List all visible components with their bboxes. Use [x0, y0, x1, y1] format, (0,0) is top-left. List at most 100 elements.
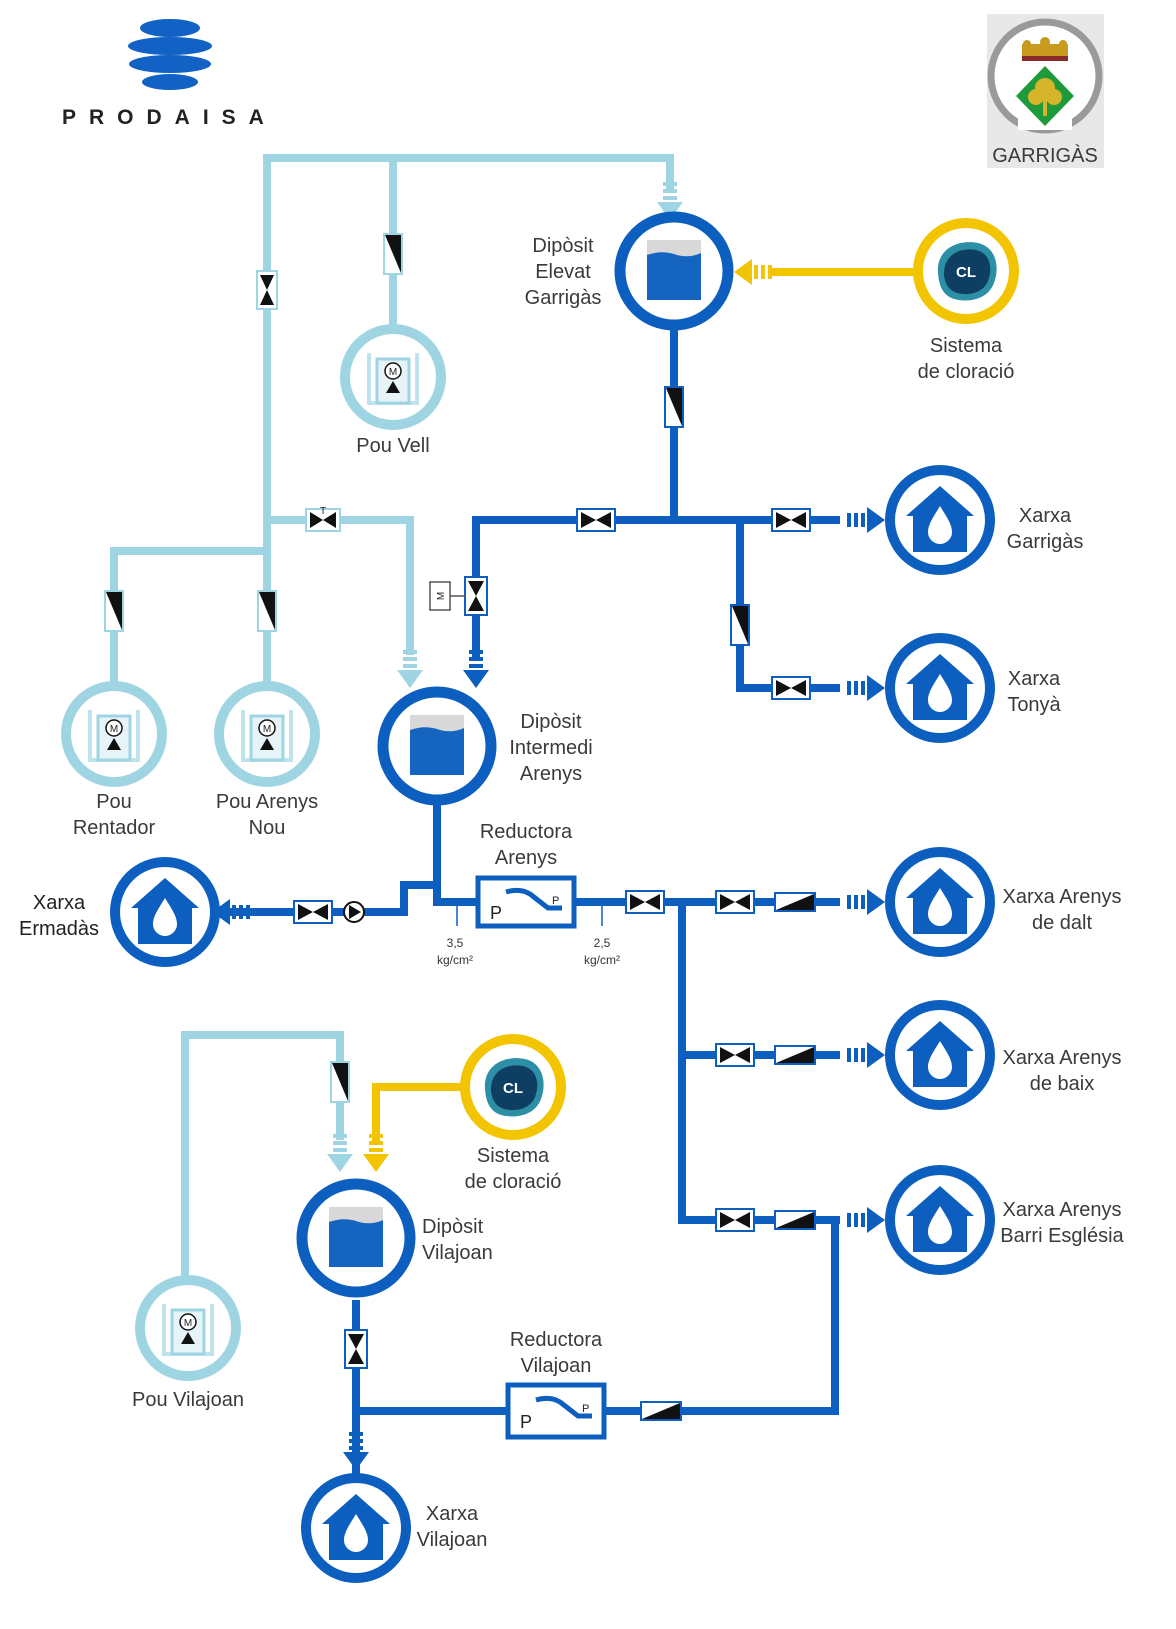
svg-text:Arenys: Arenys — [495, 847, 557, 869]
check-valve-pou-arenys-nou[interactable] — [257, 590, 277, 632]
well-pou-rentador[interactable]: M — [66, 686, 162, 782]
arrow-to-barri-esglesia — [847, 1207, 885, 1233]
gate-valve-garrigas-west[interactable] — [576, 508, 616, 532]
svg-text:M: M — [110, 724, 118, 735]
gate-valve-arenys-dalt[interactable] — [715, 890, 755, 914]
house-xarxa-ermadas[interactable] — [115, 862, 215, 962]
svg-text:CL: CL — [956, 264, 976, 281]
svg-text:Xarxa Arenys: Xarxa Arenys — [1003, 1199, 1122, 1221]
arrow-to-xarxa-tonya — [847, 675, 885, 701]
svg-text:Elevat: Elevat — [535, 261, 591, 283]
svg-text:P: P — [582, 1403, 589, 1415]
chlorine-pipes — [372, 268, 915, 1145]
svg-text:Intermedi: Intermedi — [509, 737, 592, 759]
gate-valve-arenys-out[interactable] — [625, 890, 665, 914]
svg-text:Xarxa: Xarxa — [1019, 505, 1072, 527]
gate-valve-xarxa-tonya[interactable] — [771, 676, 811, 700]
label-xarxa-tonya: Xarxa Tonyà — [1007, 668, 1061, 716]
svg-text:P: P — [552, 895, 559, 907]
tank-arenys-node[interactable] — [383, 692, 491, 800]
check-valve-barri-esglesia[interactable] — [774, 1210, 816, 1230]
label-reductora-arenys: Reductora Arenys — [480, 821, 573, 869]
check-valve-garrigas-out[interactable] — [664, 386, 684, 428]
svg-text:Pou: Pou — [96, 791, 132, 813]
label-xarxa-vilajoan: Xarxa Vilajoan — [417, 1503, 488, 1551]
svg-text:P: P — [490, 903, 502, 923]
svg-text:Pou Arenys: Pou Arenys — [216, 791, 318, 813]
reductora-vilajoan-valve[interactable]: P P — [505, 1382, 607, 1440]
gate-valve-barri-esglesia[interactable] — [715, 1208, 755, 1232]
svg-text:T: T — [320, 506, 326, 517]
gate-valve-xarxa-garrigas[interactable] — [771, 508, 811, 532]
cl-node-bottom[interactable]: CL — [465, 1039, 561, 1135]
house-xarxa-tonya[interactable] — [890, 638, 990, 738]
thermo-valve[interactable]: T — [305, 506, 341, 532]
pipe-lower-wells — [110, 547, 271, 686]
gate-valve-arenys-baix[interactable] — [715, 1043, 755, 1067]
pipe-vilajoan-return — [604, 1220, 839, 1415]
check-valve-arenys-dalt[interactable] — [774, 892, 816, 912]
arrow-to-arenys-baix — [847, 1042, 885, 1068]
gate-valve-vilajoan-out[interactable] — [344, 1329, 368, 1369]
svg-text:Barri Església: Barri Església — [1000, 1225, 1124, 1247]
reductora-arenys-valve[interactable]: P P — [475, 875, 577, 929]
svg-text:Rentador: Rentador — [73, 817, 156, 839]
svg-text:P: P — [520, 1412, 532, 1432]
check-valve-vilajoan-return[interactable] — [640, 1401, 682, 1421]
garrigas-coat-of-arms: GARRIGÀS — [987, 14, 1104, 168]
check-valve-tonya[interactable] — [730, 604, 750, 646]
check-valve-arenys-baix[interactable] — [774, 1045, 816, 1065]
svg-text:de cloració: de cloració — [918, 361, 1015, 383]
tank-garrigas-node[interactable] — [620, 217, 728, 325]
check-valve-pou-rentador[interactable] — [104, 590, 124, 632]
label-cl-bottom: Sistema de cloració — [465, 1145, 562, 1193]
pipe-tonya-branch — [736, 520, 840, 692]
pipe-to-reductora — [433, 885, 478, 906]
label-pressure-out: 2,5 kg/cm² — [584, 936, 620, 967]
house-xarxa-garrigas[interactable] — [890, 470, 990, 570]
label-pressure-in: 3,5 kg/cm² — [437, 936, 473, 967]
svg-text:Ermadàs: Ermadàs — [19, 918, 99, 940]
well-pou-vell[interactable]: M — [345, 329, 441, 425]
well-pou-vilajoan[interactable]: M — [140, 1280, 236, 1376]
tank-vilajoan-node[interactable] — [302, 1184, 410, 1292]
pipe-to-arenys — [267, 516, 414, 655]
svg-text:M: M — [389, 367, 397, 378]
svg-text:Dipòsit: Dipòsit — [532, 235, 594, 257]
arrow-to-arenys-dalt — [847, 889, 885, 915]
label-cl-top: Sistema de cloració — [918, 335, 1015, 383]
svg-text:Tonyà: Tonyà — [1007, 694, 1061, 716]
check-valve-pou-vell[interactable] — [383, 233, 403, 275]
check-valve-pou-vilajoan[interactable] — [330, 1061, 350, 1103]
prodaisa-wordmark: PRODAISA — [62, 106, 277, 129]
gate-valve-ermadas[interactable] — [293, 900, 333, 924]
pump-ermadas[interactable] — [343, 901, 365, 923]
house-xarxa-vilajoan[interactable] — [306, 1478, 406, 1578]
svg-text:Dipòsit: Dipòsit — [422, 1216, 484, 1238]
well-pou-arenys-nou[interactable]: M — [219, 686, 315, 782]
crown-icon — [1022, 37, 1068, 61]
house-xarxa-arenys-dalt[interactable] — [890, 852, 990, 952]
cl-node-top[interactable]: CL — [918, 223, 1014, 319]
svg-text:de dalt: de dalt — [1032, 912, 1092, 934]
house-xarxa-barri-esglesia[interactable] — [890, 1170, 990, 1270]
tree-shield-icon — [1016, 66, 1074, 126]
svg-text:Sistema: Sistema — [477, 1145, 550, 1167]
svg-text:Xarxa Arenys: Xarxa Arenys — [1003, 886, 1122, 908]
label-xarxa-ermadas: Xarxa Ermadàs — [19, 892, 99, 940]
svg-text:Reductora: Reductora — [480, 821, 573, 843]
svg-text:Xarxa: Xarxa — [426, 1503, 479, 1525]
gate-valve-collector[interactable] — [256, 270, 278, 310]
motorized-valve-arenys[interactable]: M — [429, 576, 488, 616]
svg-text:de cloració: de cloració — [465, 1171, 562, 1193]
label-xarxa-arenys-baix: Xarxa Arenys de baix — [1003, 1047, 1122, 1095]
svg-text:Sistema: Sistema — [930, 335, 1003, 357]
svg-text:Arenys: Arenys — [520, 763, 582, 785]
prodaisa-sphere-icon — [128, 19, 212, 90]
svg-text:M: M — [436, 592, 447, 600]
arrow-into-arenys — [397, 650, 423, 688]
svg-text:Garrigàs: Garrigàs — [1007, 531, 1084, 553]
label-diposit-arenys: Dipòsit Intermedi Arenys — [509, 711, 592, 785]
house-xarxa-arenys-baix[interactable] — [890, 1005, 990, 1105]
